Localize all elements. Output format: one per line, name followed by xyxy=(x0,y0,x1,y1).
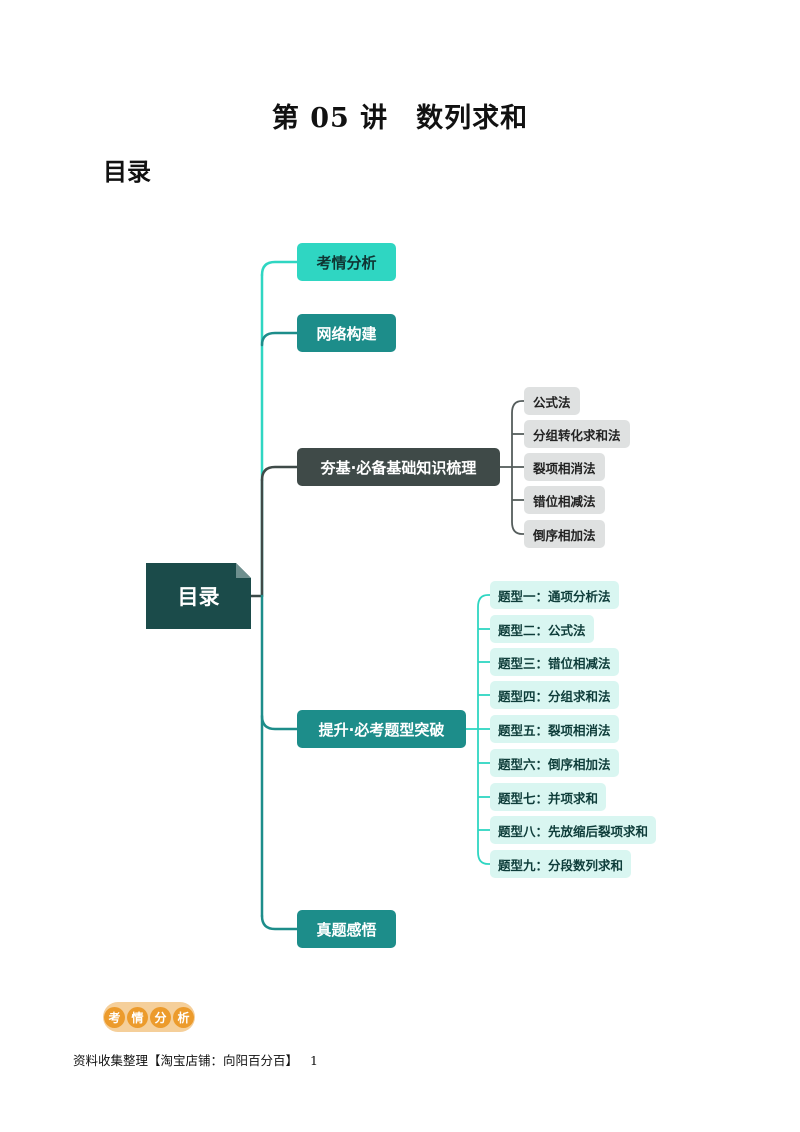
leaf-question-type: 题型五：裂项相消法 xyxy=(490,715,619,743)
leaf-question-type: 题型六：倒序相加法 xyxy=(490,749,619,777)
leaf-question-type: 题型九：分段数列求和 xyxy=(490,850,632,878)
section-wangluo: 网络构建 xyxy=(297,314,396,352)
page-title: 第 05 讲 数列求和 xyxy=(271,103,529,134)
leaf-question-type: 题型四：分组求和法 xyxy=(490,681,619,709)
toc-heading: 目录 xyxy=(103,158,151,186)
badge-char: 情 xyxy=(127,1006,148,1028)
section-kaoqing: 考情分析 xyxy=(297,243,396,281)
badge-char: 考 xyxy=(104,1006,125,1028)
mindmap-root: 目录 xyxy=(146,563,251,629)
leaf-knowledge: 裂项相消法 xyxy=(524,453,605,481)
leaf-knowledge: 倒序相加法 xyxy=(524,520,605,548)
leaf-knowledge: 公式法 xyxy=(524,387,580,415)
leaf-question-type: 题型八：先放缩后裂项求和 xyxy=(490,816,657,844)
leaf-knowledge: 错位相减法 xyxy=(524,486,605,514)
page-number: 1 xyxy=(310,1053,318,1068)
leaf-question-type: 题型一：通项分析法 xyxy=(490,581,619,609)
leaf-question-type: 题型七：并项求和 xyxy=(490,783,607,811)
section-badge-kaoqing: 考 情 分 析 xyxy=(103,1002,195,1032)
leaf-knowledge: 分组转化求和法 xyxy=(524,420,630,448)
leaf-question-type: 题型三：错位相减法 xyxy=(490,648,619,676)
badge-char: 析 xyxy=(173,1006,194,1028)
section-hangji: 夯基·必备基础知识梳理 xyxy=(297,448,500,486)
section-zhenti: 真题感悟 xyxy=(297,910,396,948)
badge-char: 分 xyxy=(150,1006,171,1028)
leaf-question-type: 题型二：公式法 xyxy=(490,615,594,643)
section-tisheng: 提升·必考题型突破 xyxy=(297,710,466,748)
footer-text: 资料收集整理【淘宝店铺：向阳百分百】 xyxy=(73,1053,299,1068)
page-footer: 资料收集整理【淘宝店铺：向阳百分百】 1 xyxy=(73,1050,318,1069)
